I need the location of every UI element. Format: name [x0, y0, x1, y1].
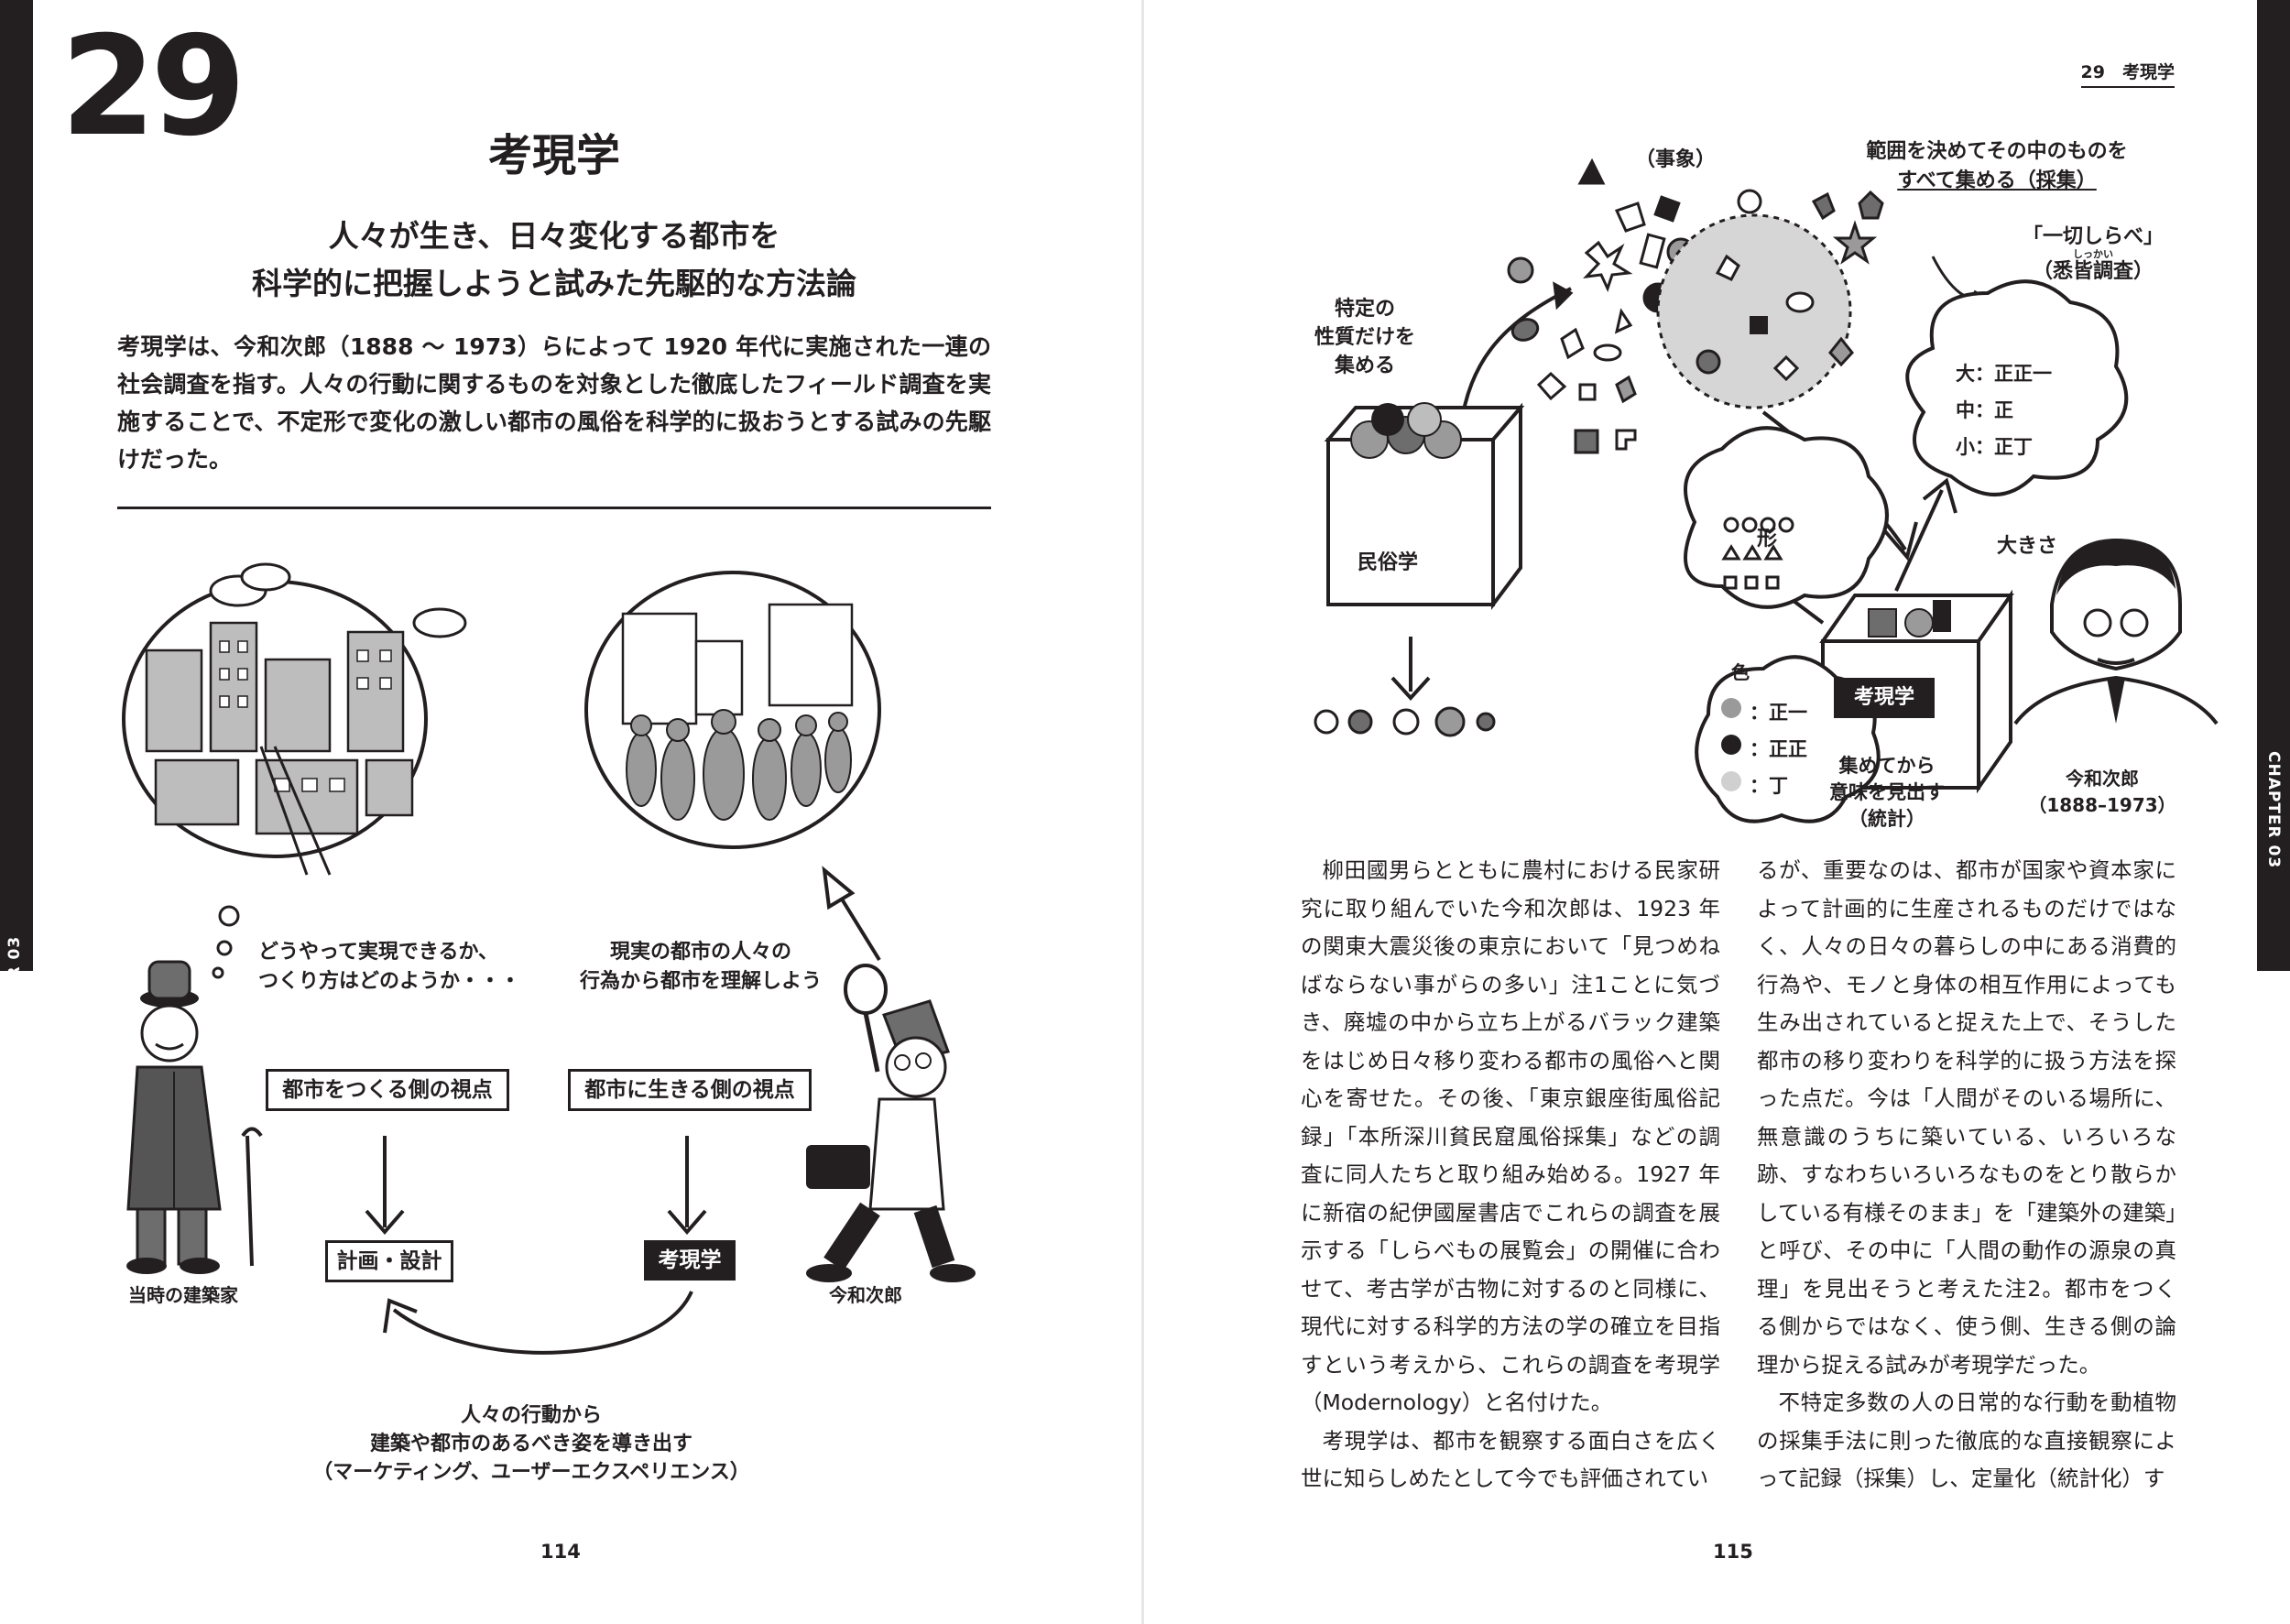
modernology-box-label: 考現学 — [1834, 678, 1935, 718]
kon-thought-text: 現実の都市の人々の 行為から都市を理解しよう — [568, 938, 834, 997]
gather-line-1: 集めてから — [1838, 755, 1936, 777]
architect-figure — [126, 960, 263, 1274]
right-page: 29 考現学 CHAPTER 03 — [1145, 0, 2290, 1624]
feedback-curved-arrow — [383, 1291, 693, 1355]
planner-thought-text: どうやって実現できるか、 つくり方はどのようか・・・ — [258, 938, 520, 997]
size-small-tally: 小：正丁 — [1956, 436, 2033, 458]
collect-all-line-2: すべて集める（採集） — [1897, 169, 2097, 192]
color-tally-cloud — [1695, 655, 1881, 823]
chapter-tab-right: CHAPTER 03 — [2257, 0, 2290, 971]
exhaustive-survey-label: 「一切しらべ」 しっかい （悉皆調査） — [1974, 225, 2212, 284]
exhaustive-survey-ruby: しっかい — [2073, 248, 2113, 260]
size-tally-cloud — [1905, 279, 2129, 496]
portrait-caption: 今和次郎 （1888–1973） — [2011, 766, 2194, 819]
collect-all-label: 範囲を決めてその中のものを すべて集める（採集） — [1805, 137, 2189, 196]
kon-wajiro-portrait — [2013, 538, 2219, 725]
planner-thought-line-1: どうやって実現できるか、 — [258, 941, 499, 964]
outcome-line-3: （マーケティング、ユーザーエクスペリエンス） — [312, 1461, 750, 1484]
planner-city-thought-cloud — [122, 562, 467, 979]
page-number-right: 115 — [1713, 1541, 1753, 1563]
resident-view-box: 都市に生きる側の視点 — [568, 1069, 812, 1111]
collect-all-line-1: 範囲を決めてその中のものを — [1866, 140, 2128, 163]
color-row-1-tally: ：正一 — [1750, 702, 1807, 724]
planner-view-box: 都市をつくる側の視点 — [266, 1069, 509, 1111]
selection-circle — [1656, 213, 1854, 409]
left-page: CHAPTER 03 29 考現学 人々が生き、日々変化する都市を 科学的に把握… — [0, 0, 1108, 1563]
body-col2-paragraph-1: るが、重要なのは、都市が国家や資本家によって計画的に生産されるものだけではなく、… — [1757, 857, 2176, 1378]
kon-thought-line-2: 行為から都市を理解しよう — [579, 970, 822, 993]
subtitle-line-2: 科学的に把握しようと試みた先駆的な方法論 — [252, 266, 856, 301]
plan-design-box: 計画・設計 — [325, 1240, 453, 1282]
select-line-2: 性質だけを — [1314, 326, 1415, 349]
body-column-1: 柳田國男らとともに農村における民家研究に取り組んでいた今和次郎は、1923 年の… — [1301, 852, 1720, 1499]
lead-paragraph: 考現学は、今和次郎（1888 〜 1973）らによって 1920 年代に実施され… — [117, 333, 991, 473]
shape-label: 形 — [1757, 528, 1778, 550]
exhaustive-survey-line-1: 「一切しらべ」 — [2022, 225, 2164, 248]
chapter-tab-left: CHAPTER 03 — [0, 0, 33, 1053]
page-title: 考現学 — [487, 130, 620, 181]
collection-diagram — [1314, 158, 2219, 823]
folklore-container — [1324, 402, 1525, 610]
kon-caption-left: 今和次郎 — [829, 1284, 902, 1306]
modernology-box-left: 考現学 — [644, 1240, 736, 1281]
size-mid-tally: 中：正 — [1956, 399, 2013, 421]
shape-tally-marks — [1721, 517, 1794, 590]
select-line-1: 特定の — [1334, 298, 1395, 321]
size-arrow — [1894, 489, 1944, 592]
folklore-select-arrow — [1459, 287, 1572, 427]
color-row-2-tally: ：正正 — [1750, 738, 1807, 760]
gather-meaning-label: 集めてから 意味を見出す （統計） — [1795, 753, 1979, 833]
gather-line-2: 意味を見出す — [1829, 781, 1945, 803]
color-swatches — [1721, 698, 1741, 791]
divider-rule — [117, 507, 991, 509]
color-tally: ：正一 ：正正 ：丁 — [1750, 694, 1807, 804]
body-col2-paragraph-2: 不特定多数の人の日常的な行動を動植物の採集手法に則った徹底的な直接観察によって記… — [1757, 1390, 2176, 1491]
book-gutter — [1141, 0, 1144, 1624]
body-column-2: るが、重要なのは、都市が国家や資本家によって計画的に生産されるものだけではなく、… — [1757, 852, 2176, 1499]
color-row-3-tally: ：丁 — [1750, 775, 1788, 797]
folklore-result-dots — [1314, 706, 1496, 737]
folklore-box-label: 民俗学 — [1358, 551, 1419, 574]
street-crowd-thought-cloud — [584, 571, 881, 962]
outcome-line-1: 人々の行動から — [460, 1404, 602, 1427]
size-large-tally: 大：正正一 — [1956, 363, 2052, 385]
modernology-down-arrow — [667, 1136, 707, 1236]
select-specific-label: 特定の 性質だけを 集める — [1301, 295, 1429, 380]
architect-caption: 当時の建築家 — [128, 1284, 238, 1306]
chapter-number: 29 — [60, 7, 246, 167]
outcome-caption: 人々の行動から 建築や都市のあるべき姿を導き出す （マーケティング、ユーザーエク… — [275, 1401, 788, 1487]
left-illustration — [122, 562, 976, 1355]
body-col1-paragraph-2: 考現学は、都市を観察する面白さを広く世に知らしめたとして今でも評価されてい — [1301, 1427, 1720, 1492]
subtitle-line-1: 人々が生き、日々変化する都市を — [328, 218, 780, 254]
portrait-years: （1888–1973） — [2028, 794, 2176, 816]
gather-line-3: （統計） — [1848, 808, 1925, 830]
color-label: 色 — [1731, 661, 1750, 683]
events-label: （事象） — [1635, 148, 1717, 171]
kon-wajiro-figure — [806, 964, 976, 1282]
portrait-name: 今和次郎 — [2066, 768, 2139, 790]
running-head: 29 考現学 — [2080, 59, 2175, 88]
size-label: 大きさ — [1997, 535, 2058, 558]
body-col1-paragraph-1: 柳田國男らとともに農村における民家研究に取り組んでいた今和次郎は、1923 年の… — [1301, 857, 1720, 1415]
subtitle: 人々が生き、日々変化する都市を 科学的に把握しようと試みた先駆的な方法論 — [0, 213, 1108, 308]
kon-thought-line-1: 現実の都市の人々の — [609, 941, 791, 964]
page-number-left: 114 — [540, 1541, 581, 1563]
planner-thought-line-2: つくり方はどのようか・・・ — [258, 970, 521, 993]
outcome-line-2: 建築や都市のあるべき姿を導き出す — [369, 1433, 692, 1455]
size-tally: 大：正正一 中：正 小：正丁 — [1956, 355, 2052, 465]
select-line-3: 集める — [1334, 354, 1395, 377]
exhaustive-survey-line-2: （悉皆調査） — [2032, 260, 2154, 283]
planner-down-arrow — [365, 1136, 405, 1236]
